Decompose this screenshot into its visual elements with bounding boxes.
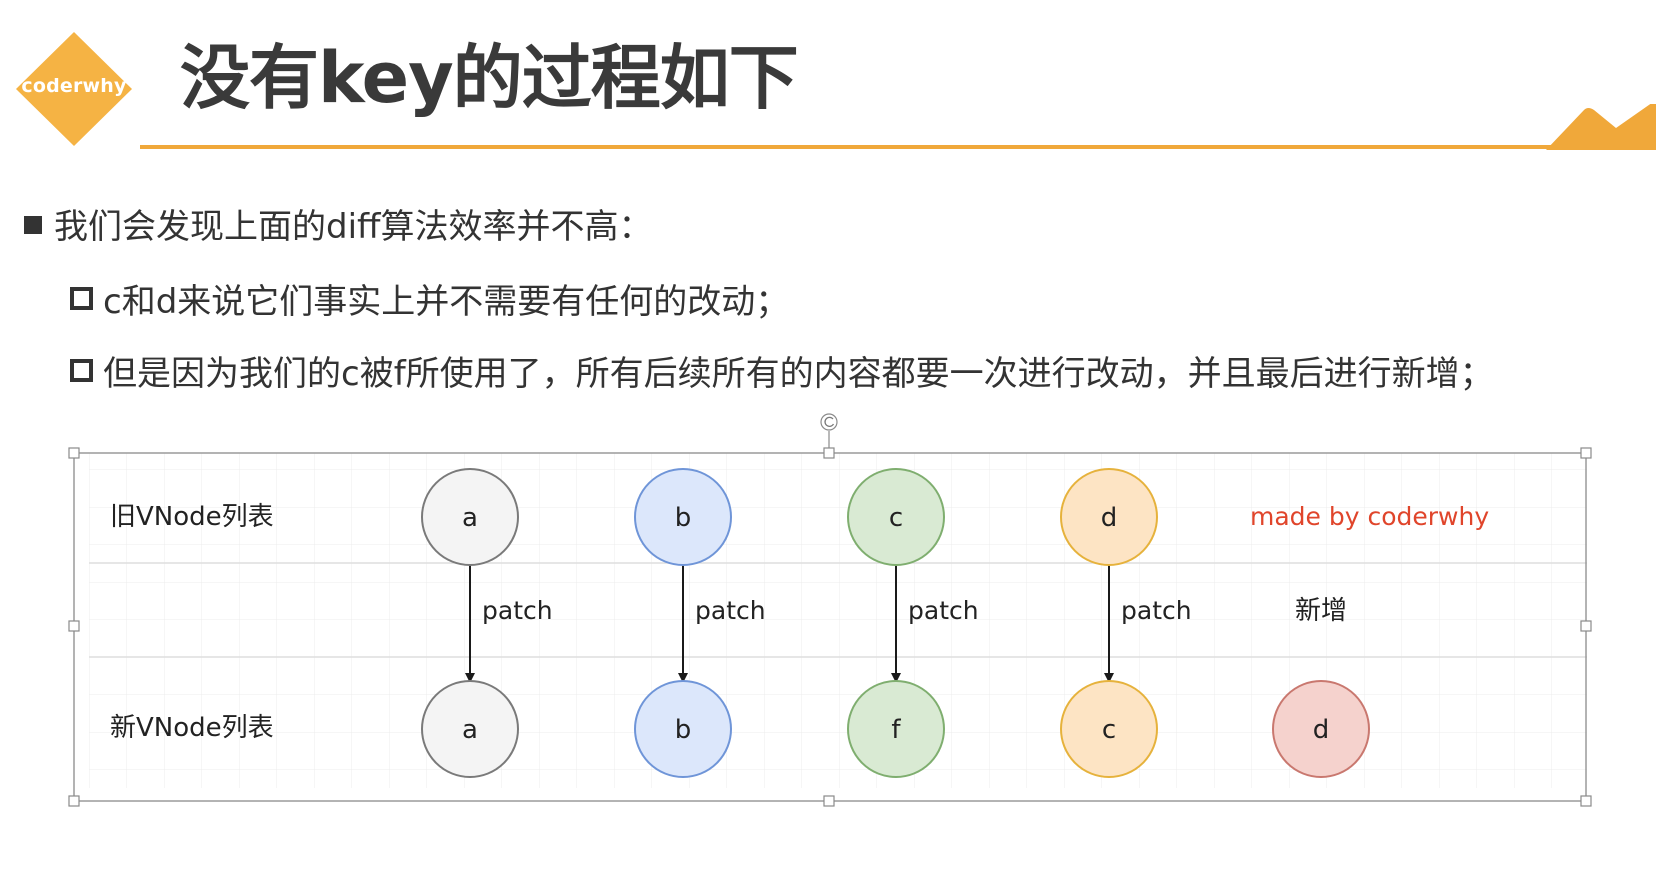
add-label: 新增 <box>1295 596 1347 626</box>
watermark: made by coderwhy <box>1250 502 1489 531</box>
resize-handles[interactable] <box>68 447 1592 807</box>
hollow-square-icon <box>70 287 93 310</box>
new-node-b[interactable]: b <box>634 680 732 778</box>
node-label: c <box>889 503 903 533</box>
bullet-level2-2: 但是因为我们的c被f所使用了，所有后续所有的内容都要一次进行改动，并且最后进行新… <box>70 357 1494 391</box>
bullet-level2-1-text: c和d来说它们事实上并不需要有任何的改动； <box>103 282 790 322</box>
node-label: f <box>891 715 901 745</box>
old-vnode-list-label: 旧VNode列表 <box>110 502 274 532</box>
vnode-nodes: a b c d a b f c d <box>421 468 1370 778</box>
bullet-square-icon <box>24 216 42 234</box>
bullet-level2-2-text: 但是因为我们的c被f所使用了，所有后续所有的内容都要一次进行改动，并且最后进行新… <box>103 354 1494 394</box>
old-node-a[interactable]: a <box>421 468 519 566</box>
old-node-d[interactable]: d <box>1060 468 1158 566</box>
bullet-level1: 我们会发现上面的diff算法效率并不高： <box>24 210 652 244</box>
node-label: d <box>1313 715 1330 745</box>
title-underline <box>140 145 1656 149</box>
node-label: c <box>1102 715 1116 745</box>
patch-label: patch <box>1121 596 1192 625</box>
node-label: d <box>1101 503 1118 533</box>
new-node-a[interactable]: a <box>421 680 519 778</box>
patch-label: patch <box>695 596 766 625</box>
patch-edges: patch patch patch patch <box>465 565 1192 683</box>
node-label: a <box>462 503 478 533</box>
corner-decoration <box>1546 104 1656 150</box>
logo-text: coderwhy <box>21 75 127 97</box>
node-label: a <box>462 715 478 745</box>
patch-label: patch <box>908 596 979 625</box>
old-node-c[interactable]: c <box>847 468 945 566</box>
node-label: b <box>675 715 692 745</box>
old-node-b[interactable]: b <box>634 468 732 566</box>
patch-label: patch <box>482 596 553 625</box>
new-vnode-list-label: 新VNode列表 <box>110 713 274 743</box>
vnode-diff-diagram[interactable]: 旧VNode列表 新VNode列表 made by coderwhy 新增 pa… <box>0 400 1656 820</box>
node-label: b <box>675 503 692 533</box>
new-node-f[interactable]: f <box>847 680 945 778</box>
hollow-square-icon <box>70 359 93 382</box>
new-node-d[interactable]: d <box>1272 680 1370 778</box>
bullet-level2-1: c和d来说它们事实上并不需要有任何的改动； <box>70 285 789 319</box>
rotate-handle-icon[interactable] <box>820 413 838 431</box>
bullet-level1-text: 我们会发现上面的diff算法效率并不高： <box>54 207 653 247</box>
slide-title: 没有key的过程如下 <box>180 37 799 119</box>
new-node-c[interactable]: c <box>1060 680 1158 778</box>
coderwhy-logo <box>16 32 132 146</box>
